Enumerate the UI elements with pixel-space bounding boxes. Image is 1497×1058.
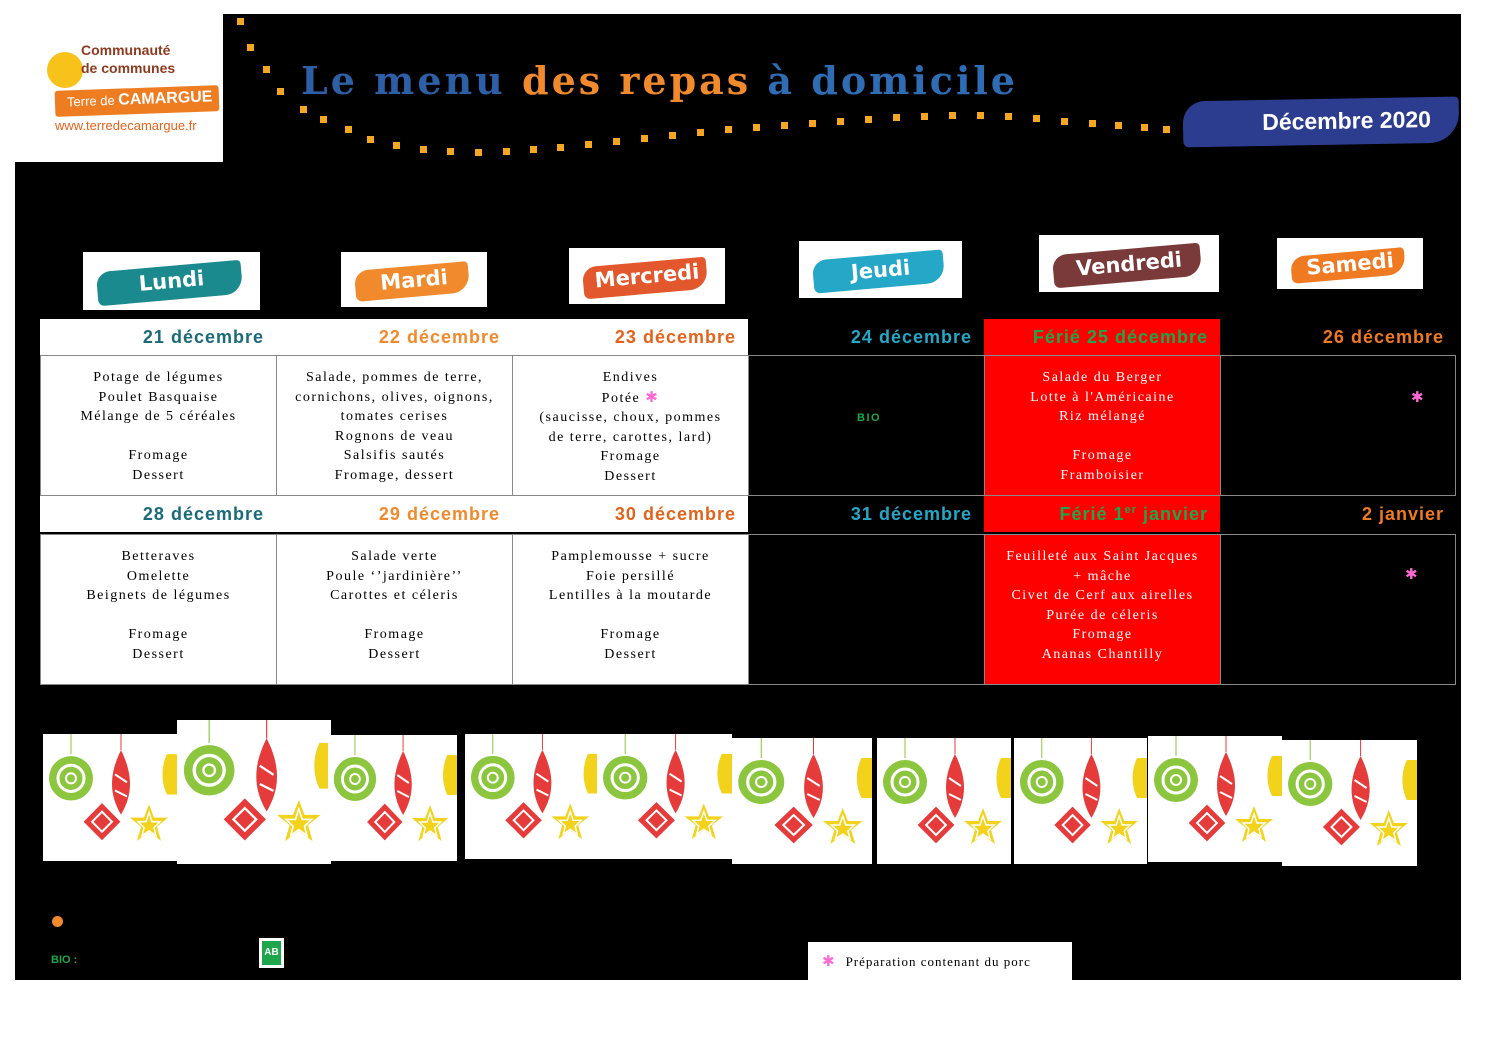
dot: [557, 144, 564, 151]
menu-cell-2-jan: ✱: [1220, 534, 1456, 685]
dot: [949, 112, 956, 119]
dot: [1141, 124, 1148, 131]
dot: [669, 132, 676, 139]
dot: [753, 124, 760, 131]
dot: [1163, 126, 1170, 133]
dot: [367, 136, 374, 143]
dot: [277, 88, 284, 95]
ornament-panel: [1014, 738, 1147, 864]
ornament-panel: [1148, 736, 1282, 862]
day-header-samedi: Samedi: [1277, 238, 1423, 289]
dot: [781, 122, 788, 129]
dot: [420, 146, 427, 153]
dot: [530, 146, 537, 153]
logo-url: www.terredecamargue.fr: [55, 118, 197, 133]
dot: [393, 142, 400, 149]
dot: [300, 106, 307, 113]
pork-legend: ✱Préparation contenant du porc: [808, 942, 1072, 980]
menu-cell-31: [748, 534, 985, 685]
dot: [977, 112, 984, 119]
dot: [237, 18, 244, 25]
day-header-vendredi: Vendredi: [1039, 235, 1219, 292]
dot: [247, 44, 254, 51]
bio-legend-label: BIO :: [51, 954, 78, 966]
page-title: Le menu des repas à domicile: [301, 58, 1018, 103]
date-31: 31 décembre: [850, 504, 972, 524]
ornament-panel: [465, 734, 598, 859]
logo-line1: Communauté: [81, 42, 171, 58]
dot: [725, 126, 732, 133]
menu-cell-22: Salade, pommes de terre,cornichons, oliv…: [276, 355, 513, 496]
dot: [613, 138, 620, 145]
ornament-panel: [597, 734, 732, 859]
date-26: 26 décembre: [1322, 327, 1444, 347]
date-28: 28 décembre: [40, 496, 276, 532]
ab-logo-icon: AB: [259, 938, 284, 968]
ornament-panel: [877, 738, 1011, 864]
date-21: 21 décembre: [40, 319, 276, 355]
date-24: 24 décembre: [850, 327, 972, 347]
menu-cell-26: ✱: [1220, 355, 1456, 496]
bio-label: BIO: [857, 412, 882, 424]
dot: [1005, 113, 1012, 120]
sun-icon: [47, 52, 83, 88]
dot: [447, 148, 454, 155]
asterisk-icon: ✱: [822, 952, 836, 970]
dot: [475, 149, 482, 156]
asterisk-icon: ✱: [1411, 388, 1426, 406]
date-23: 23 décembre: [512, 319, 748, 355]
day-header-lundi: Lundi: [83, 252, 260, 310]
day-header-mercredi: Mercredi: [569, 248, 725, 304]
date-25: Férié 25 décembre: [984, 319, 1220, 355]
dot: [837, 118, 844, 125]
ornament-panel: [177, 720, 331, 864]
dot: [263, 66, 270, 73]
date-2-jan: 2 janvier: [1361, 504, 1444, 524]
dot: [893, 114, 900, 121]
date-30: 30 décembre: [512, 496, 748, 532]
dot: [320, 116, 327, 123]
dot: [345, 126, 352, 133]
dot: [1115, 122, 1122, 129]
date-29: 29 décembre: [276, 496, 512, 532]
ornament-panel: [1282, 740, 1417, 866]
menu-poster: Communauté de communes Terre de CAMARGUE…: [15, 14, 1461, 980]
day-header-mardi: Mardi: [341, 252, 487, 307]
dot: [1033, 115, 1040, 122]
dot: [865, 116, 872, 123]
menu-cell-24: BIO: [748, 355, 985, 496]
asterisk-icon: ✱: [645, 387, 660, 406]
orange-dot-icon: [52, 916, 63, 927]
logo-band: Terre de CAMARGUE: [54, 85, 220, 117]
dot: [1061, 118, 1068, 125]
ornament-panel: [732, 738, 872, 864]
dot: [921, 113, 928, 120]
month-banner: Décembre 2020: [1182, 96, 1460, 148]
dot: [1089, 120, 1096, 127]
dot: [697, 129, 704, 136]
day-header-jeudi: Jeudi: [799, 241, 962, 298]
dot: [585, 141, 592, 148]
date-22: 22 décembre: [276, 319, 512, 355]
dot: [809, 120, 816, 127]
date-1-jan: Férié 1er janvier: [984, 496, 1220, 532]
ornament-panel: [328, 735, 457, 861]
community-logo: Communauté de communes Terre de CAMARGUE…: [15, 14, 223, 162]
ornament-panel: [43, 734, 177, 861]
dot: [641, 135, 648, 142]
logo-line2: de communes: [81, 60, 176, 76]
asterisk-icon: ✱: [1405, 565, 1420, 583]
dot: [503, 148, 510, 155]
